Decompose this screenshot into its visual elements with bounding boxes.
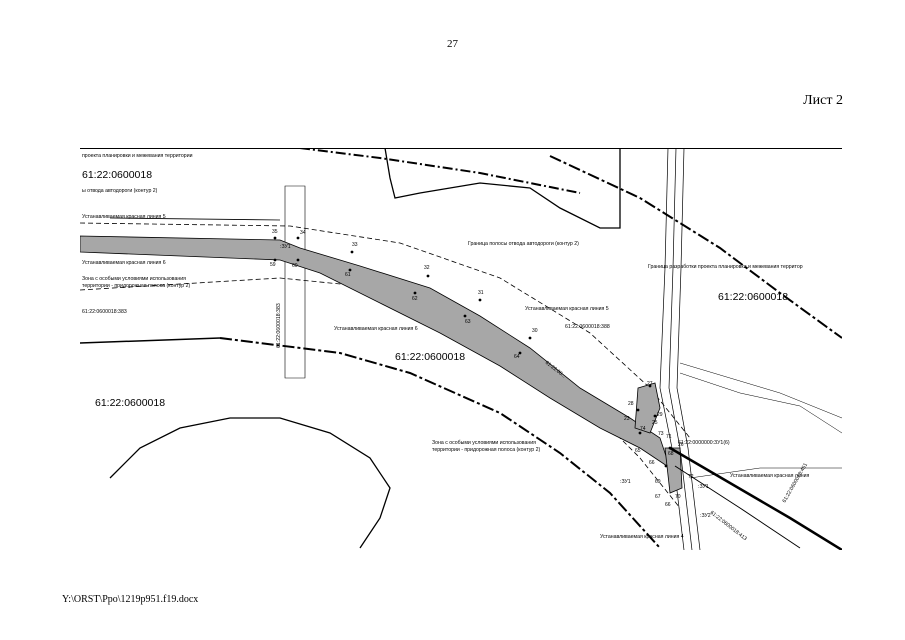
pt-74: 74	[640, 426, 646, 432]
red-line-5-left: Устанавливаемая красная линия 5	[82, 214, 166, 220]
pt-60: 60	[292, 263, 298, 269]
pt-34: 34	[300, 230, 306, 236]
pt-65: 65	[635, 448, 641, 454]
pt-27: 27	[647, 381, 653, 387]
point-markers	[273, 236, 672, 468]
pt-64: 64	[514, 354, 520, 360]
pt-29: 29	[657, 412, 663, 418]
allotment-line	[109, 217, 281, 221]
boundary-bottom	[219, 337, 661, 549]
red-line-right-edge: Устанавливаемая красная линия	[730, 473, 810, 479]
pt-59: 59	[270, 262, 276, 268]
pt-66b: 66	[665, 502, 671, 508]
pt-23: 23	[624, 416, 630, 422]
plot-bottom-left	[109, 417, 391, 549]
road-allotment-top: ы отвода автодороги (контур 2)	[82, 188, 158, 194]
parcel-top-left: 61:22:0600018	[82, 169, 152, 181]
pt-63: 63	[465, 319, 471, 325]
pt-30: 30	[532, 328, 538, 334]
pt-62: 62	[412, 296, 418, 302]
zone-label-right-1: Зона с особыми условиями использования	[432, 440, 536, 446]
road-parcel-zu1	[664, 447, 683, 494]
red-line-5-right: Устанавливаемая красная линия 5	[525, 306, 609, 312]
pt-69: 69	[655, 479, 661, 485]
pt-61: 61	[345, 272, 351, 278]
red-line-6-left: Устанавливаемая красная линия 6	[82, 260, 166, 266]
zone-label-left-2: территории - придорожная полоса (контур …	[82, 283, 191, 289]
pt-70: 70	[675, 494, 681, 500]
allotment-boundary-label: Граница полосы отвода автодороги (контур…	[468, 241, 579, 247]
road-right-b	[668, 148, 693, 550]
zone-label-left-1: Зона с особыми условиями использования	[82, 276, 186, 282]
header-label: проекта планировки и межевания территори…	[82, 153, 193, 159]
pt-28: 28	[628, 401, 634, 407]
map-drawing: проекта планировки и межевания территори…	[80, 148, 842, 550]
plot-top	[384, 148, 621, 229]
boundary-left	[80, 337, 221, 344]
red-line-6-right: Устанавливаемая красная линия 6	[334, 326, 418, 332]
road-edge-lower	[674, 465, 801, 549]
top-right-boundary-label: Граница разработки проекта планировки и …	[648, 264, 803, 270]
pt-67: 67	[655, 494, 661, 500]
zu1-bottom: :ЗУ1	[620, 479, 631, 485]
cadastral-413: 61:22:0600018:413	[709, 510, 748, 542]
cadastral-388: 61:22:0600018:388	[565, 324, 610, 330]
pt-68: 68	[668, 451, 674, 457]
pt-73: 73	[658, 431, 664, 437]
pt-25: 25	[652, 420, 658, 426]
parcel-mid-left: 61:22:0600018	[95, 397, 165, 409]
zu2-right: :ЗУ2	[700, 513, 711, 519]
pt-71: 71	[666, 434, 672, 440]
pt-32: 32	[424, 265, 430, 271]
footer-file-path: Y:\ORST\Ppo\1219p951.f19.docx	[62, 594, 199, 605]
cadastral-451: 61:22:0600018:451	[782, 462, 810, 504]
buffer-top	[80, 222, 691, 439]
page-number: 27	[447, 38, 458, 50]
cadastral-map: проекта планировки и межевания территори…	[80, 148, 842, 550]
parcel-right: 61:22:0600018	[718, 291, 788, 303]
terrain-line-1	[679, 362, 842, 419]
cadastral-0000: 61:22:0000000:ЗУ1(6)	[678, 440, 730, 446]
pt-33: 33	[352, 242, 358, 248]
zu1-right: :ЗУ1	[698, 484, 709, 490]
road-junction	[634, 382, 661, 434]
pt-35: 35	[272, 229, 278, 235]
pt-66: 66	[649, 460, 655, 466]
red-line-bold	[669, 446, 842, 550]
boundary-top-left	[299, 148, 581, 194]
zu1-top: :ЗУ1	[280, 244, 291, 250]
plot-vertical	[284, 185, 306, 379]
zone-label-right-2: территории - придорожная полоса (контур …	[432, 447, 541, 453]
pt-26: 26	[678, 442, 684, 448]
parcel-center: 61:22:0600018	[395, 351, 465, 363]
pt-31: 31	[478, 290, 484, 296]
red-line-4: Устанавливаемая красная линия 4	[600, 534, 684, 540]
cadastral-383-left: 61:22:0600018:383	[82, 309, 127, 315]
terrain-line-2	[679, 372, 842, 434]
boundary-top-right	[549, 155, 842, 339]
cadastral-383-vertical: 61:22:0600018:383	[276, 303, 282, 348]
road-right-c	[676, 148, 701, 550]
sheet-label: Лист 2	[803, 93, 843, 108]
pt-72: 72	[688, 474, 694, 480]
